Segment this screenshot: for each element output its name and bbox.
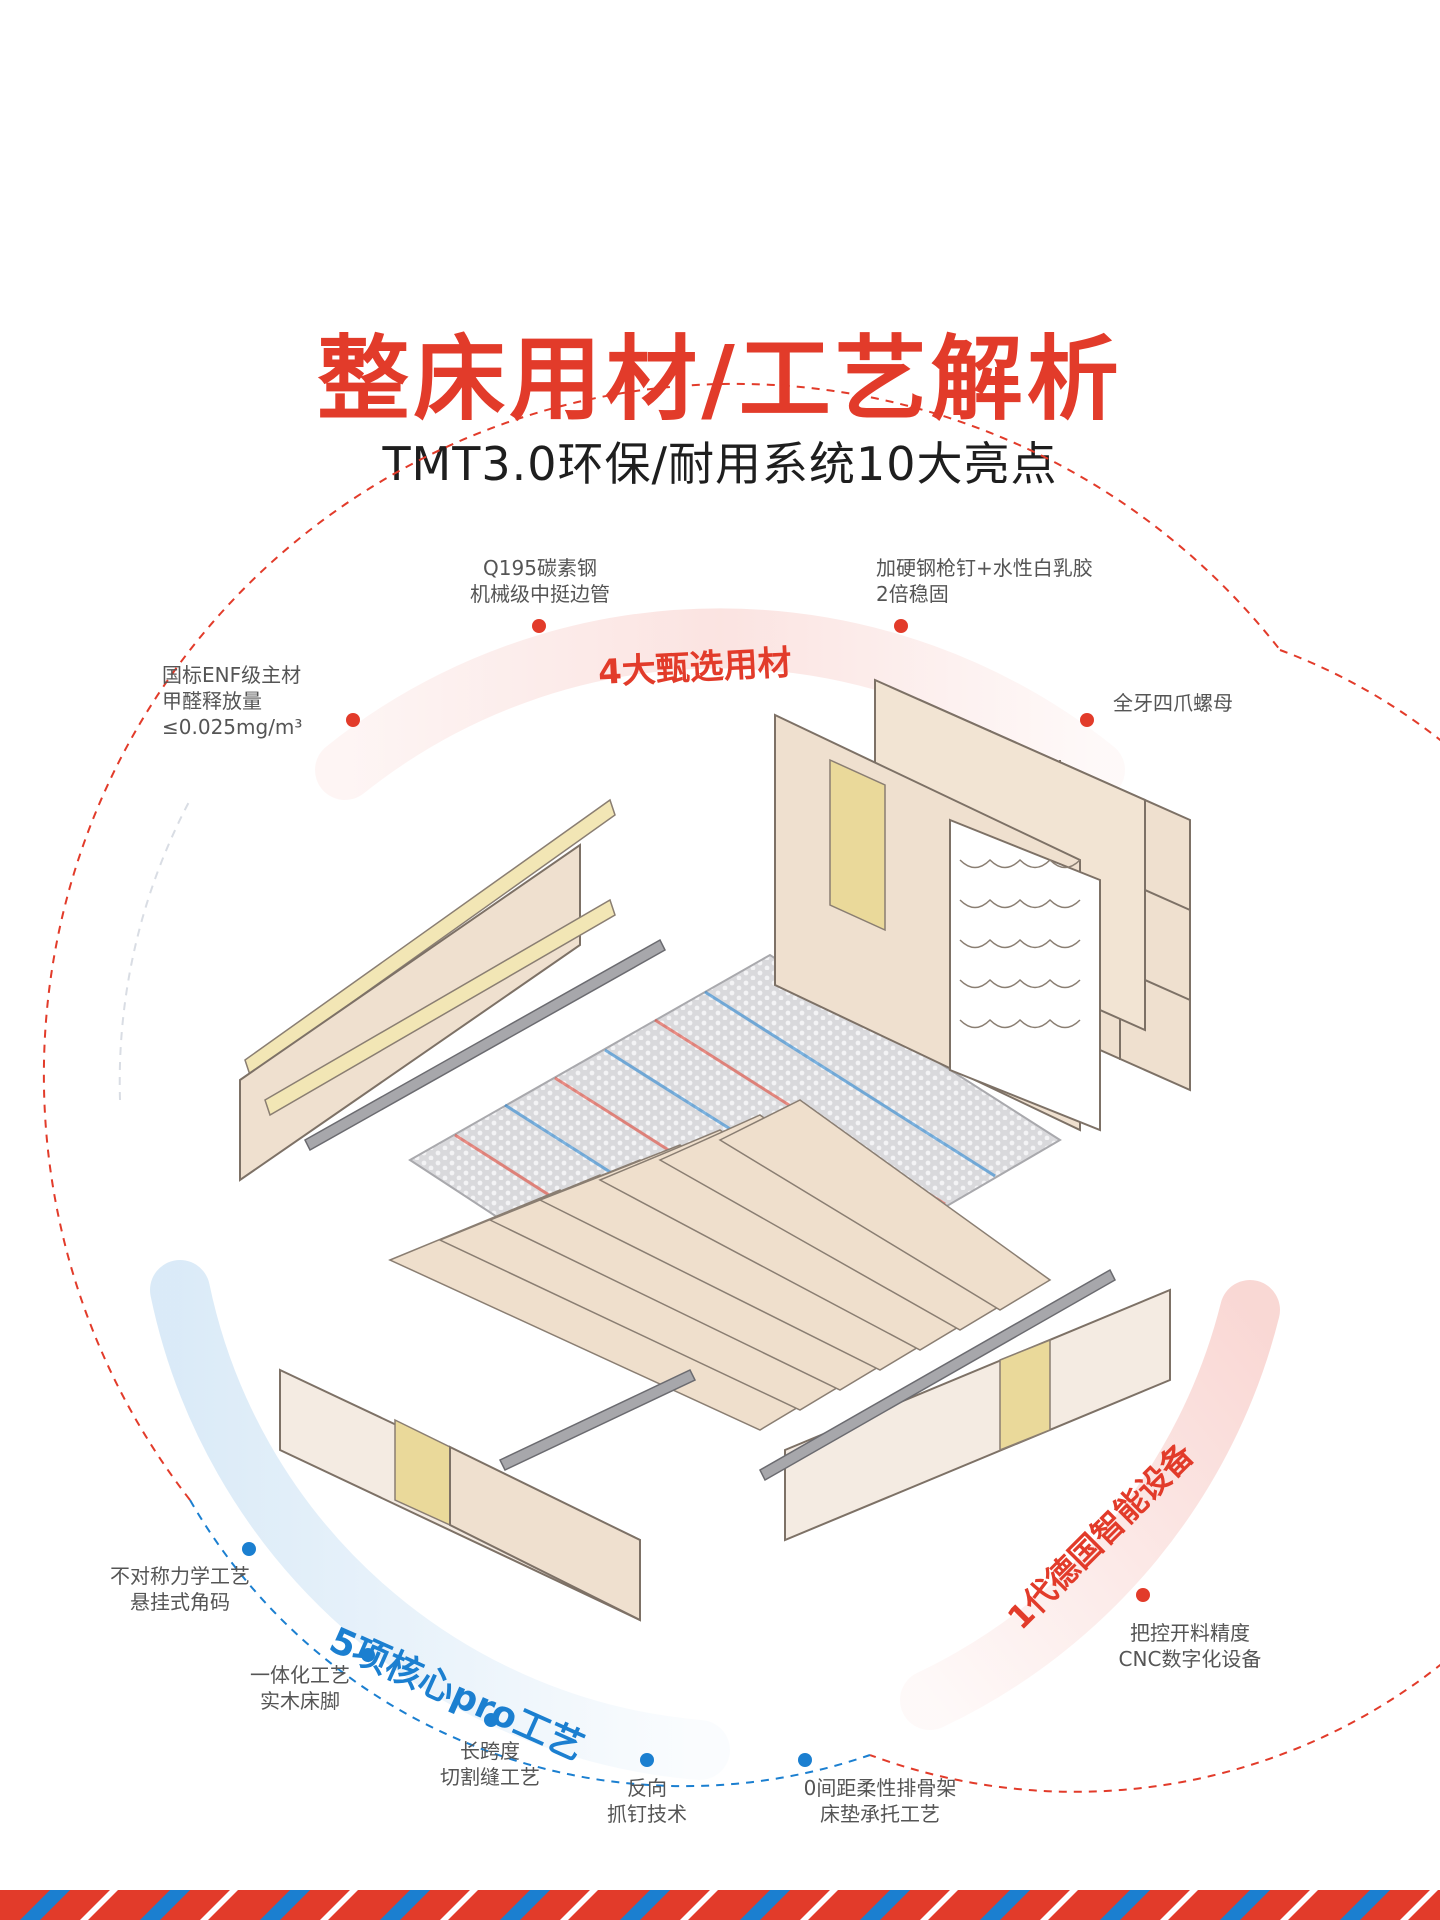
page-subtitle: TMT3.0环保/耐用系统10大亮点 — [382, 437, 1058, 491]
craft-dot-cut — [484, 1713, 498, 1727]
craft-dot-slats — [798, 1753, 812, 1767]
material-dot-steel — [532, 619, 546, 633]
equipment-dot-cnc — [1136, 1588, 1150, 1602]
craft-callout-slats: 0间距柔性排骨架床垫承托工艺 — [803, 1776, 957, 1826]
craft-dot-bracket — [242, 1542, 256, 1556]
craft-dot-legs — [361, 1648, 375, 1662]
craft-dot-staple — [640, 1753, 654, 1767]
material-dot-nails — [894, 619, 908, 633]
material-dot-enf — [346, 713, 360, 727]
material-callout-enf: 国标ENF级主材甲醛释放量≤0.025mg/m³ — [162, 663, 303, 739]
craft-callout-legs: 一体化工艺实木床脚 — [250, 1663, 350, 1713]
bottom-stripe-band — [0, 1890, 1440, 1920]
material-dot-nut — [1080, 713, 1094, 727]
craft-callout-bracket: 不对称力学工艺悬挂式角码 — [110, 1564, 250, 1614]
material-callout-nut: 全牙四爪螺母 — [1113, 691, 1233, 715]
craft-callout-cut: 长跨度切割缝工艺 — [440, 1739, 540, 1789]
material-callout-steel: Q195碳素钢机械级中挺边管 — [470, 556, 610, 606]
page-title: 整床用材/工艺解析 — [317, 326, 1123, 433]
craft-callout-staple: 反向抓钉技术 — [607, 1776, 687, 1826]
